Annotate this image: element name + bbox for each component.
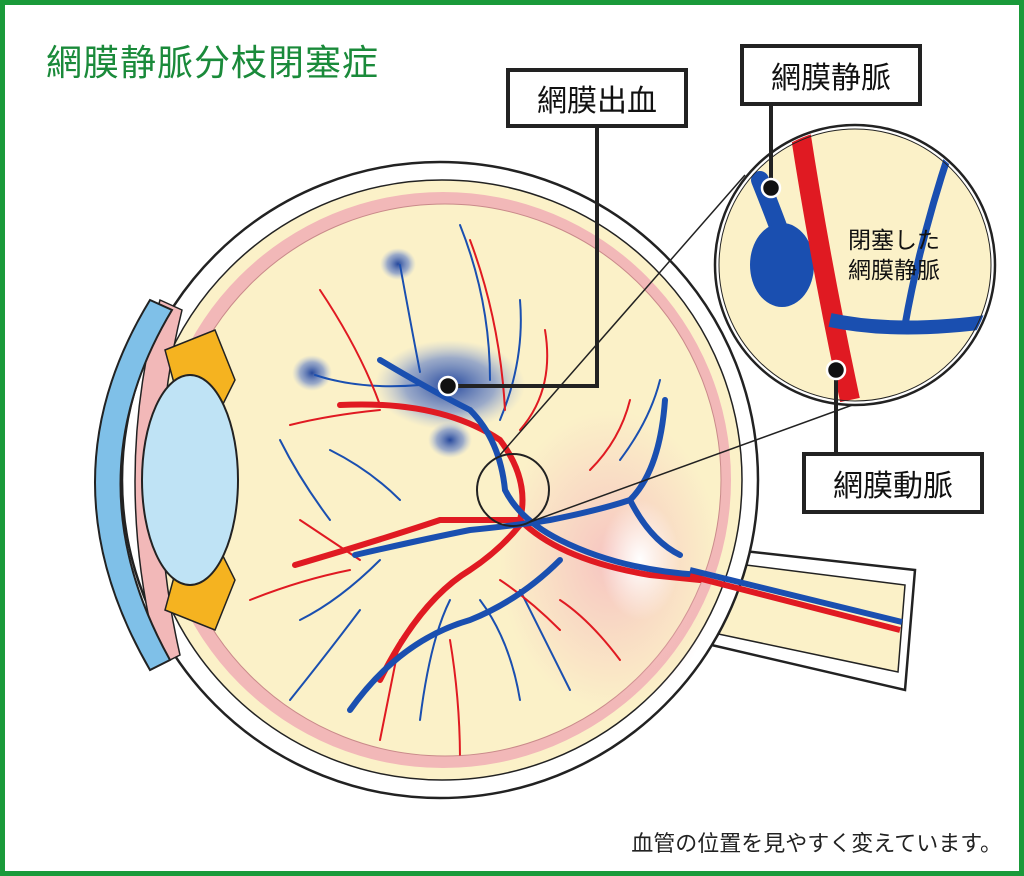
anterior-segment (94, 298, 239, 672)
diagram-title: 網膜静脈分枝閉塞症 (46, 43, 380, 84)
label-occluded-vein: 閉塞した 網膜静脈 (848, 226, 940, 286)
label-retinal-hemorrhage: 網膜出血 (506, 68, 688, 128)
hemorrhage-spot (292, 355, 332, 391)
lens (141, 374, 239, 586)
hemorrhage-spot (380, 248, 416, 280)
zoom-source-circle (476, 453, 550, 527)
occluded-line-2: 網膜静脈 (848, 258, 940, 284)
hemorrhage-spot (428, 422, 472, 458)
artery-marker (825, 359, 847, 381)
leader-lines (437, 106, 847, 452)
footnote: 血管の位置を見やすく変えています。 (631, 832, 1002, 857)
optic-disc-glow (600, 500, 680, 620)
label-retinal-vein: 網膜静脈 (740, 44, 922, 106)
zoom-callout (476, 123, 997, 527)
vein-marker (760, 177, 782, 199)
label-retinal-artery: 網膜動脈 (802, 452, 984, 514)
occluded-line-1: 閉塞した (848, 228, 940, 254)
hemorrhage-marker (437, 375, 459, 397)
optic-nerve-vessels (689, 567, 903, 633)
